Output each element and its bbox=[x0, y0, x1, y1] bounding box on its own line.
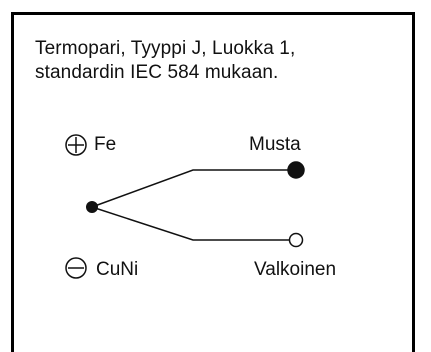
valkoinen-terminal bbox=[288, 232, 304, 248]
caption-line-1: Termopari, Tyyppi J, Luokka 1, bbox=[35, 38, 296, 59]
cuni-label: CuNi bbox=[96, 259, 139, 280]
caption: Termopari, Tyyppi J, Luokka 1, standardi… bbox=[35, 37, 405, 85]
musta-terminal bbox=[287, 161, 305, 179]
plus-icon bbox=[65, 134, 87, 156]
fe-label: Fe bbox=[94, 134, 117, 155]
minus-icon bbox=[65, 257, 87, 279]
negative-wire bbox=[91, 206, 290, 241]
valkoinen-label: Valkoinen bbox=[254, 259, 337, 280]
diagram-frame bbox=[11, 12, 415, 352]
caption-line-2: standardin IEC 584 mukaan. bbox=[35, 62, 279, 83]
junction-dot bbox=[86, 201, 98, 213]
positive-wire bbox=[91, 169, 296, 208]
musta-label: Musta bbox=[249, 134, 301, 155]
